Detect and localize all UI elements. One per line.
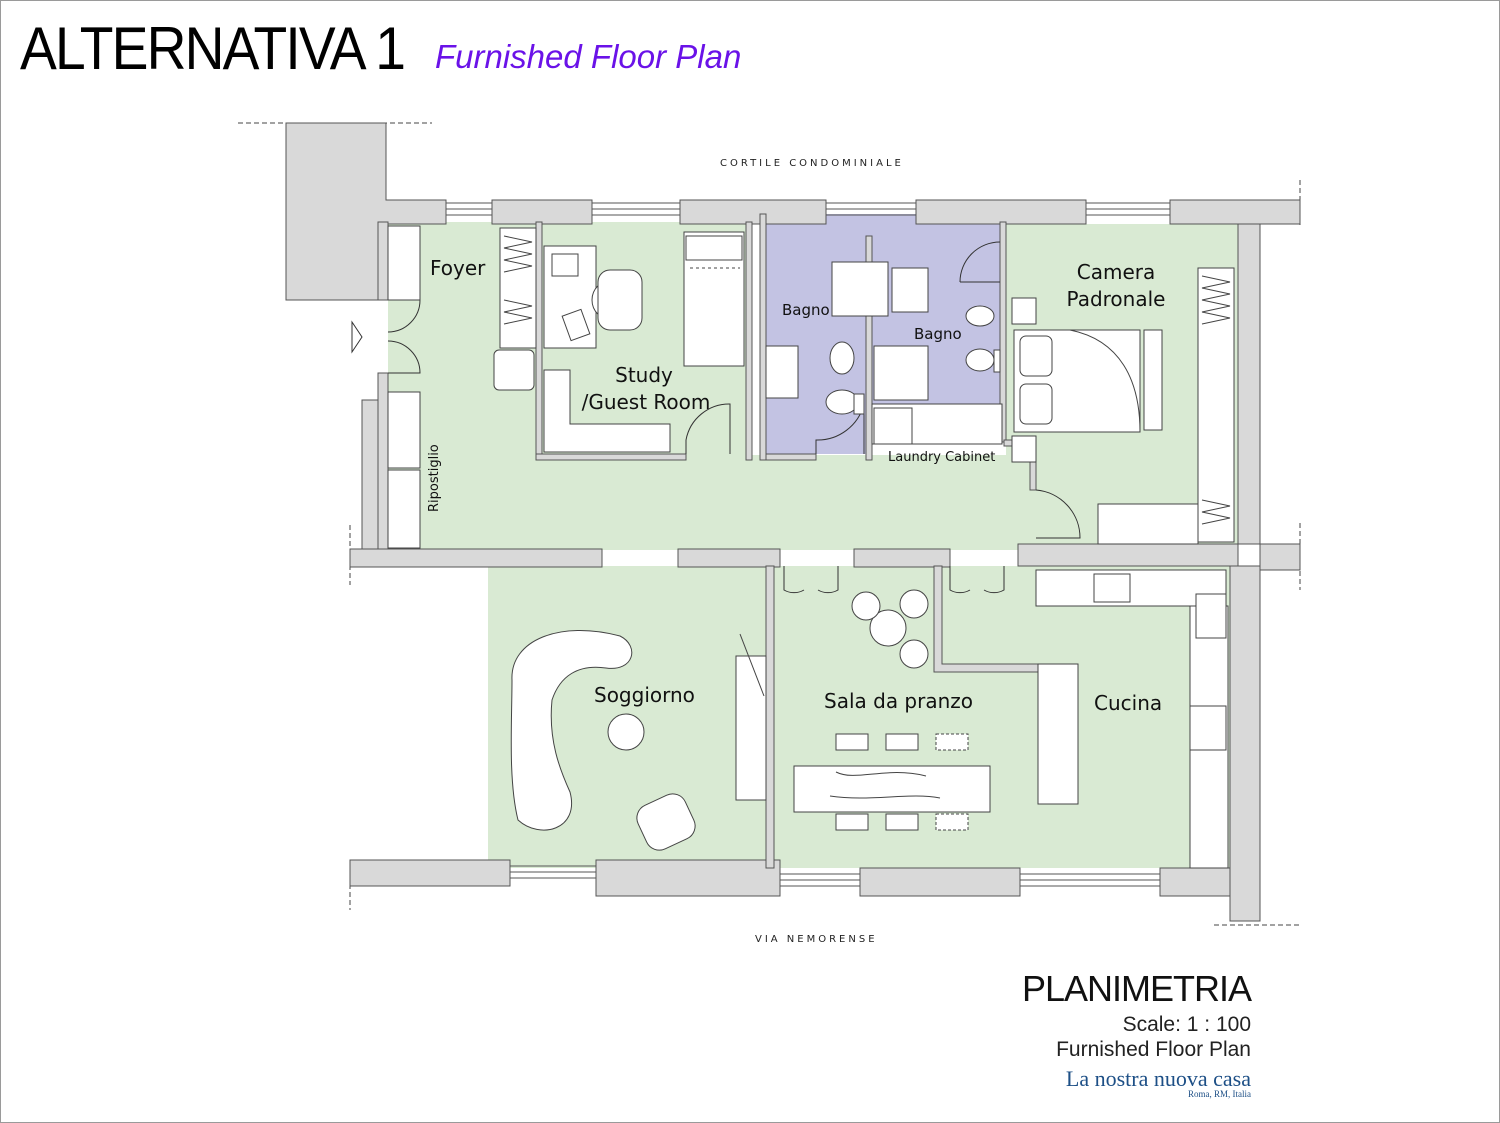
storage-shelf-2 xyxy=(387,469,421,549)
room-label-foyer: Foyer xyxy=(430,256,486,280)
room-label-study-line1: Study xyxy=(615,363,673,387)
toilet-2 xyxy=(965,348,995,372)
windows xyxy=(446,202,1170,887)
sink-1 xyxy=(765,345,799,399)
walls xyxy=(285,122,1301,922)
room-label-cucina: Cucina xyxy=(1094,691,1162,715)
study-chair xyxy=(597,269,643,331)
room-label-soggiorno: Soggiorno xyxy=(594,683,695,707)
legend-brand: La nostra nuova casa xyxy=(1065,1066,1251,1091)
wardrobe xyxy=(1197,267,1235,543)
dining-table xyxy=(793,765,991,813)
page-subtitle: Furnished Floor Plan xyxy=(435,38,742,75)
shower-1 xyxy=(831,261,889,317)
foyer-armchair xyxy=(493,349,535,391)
round-table xyxy=(869,609,907,647)
room-label-camera-line2: Padronale xyxy=(1067,287,1166,311)
street-label-bottom: VIA NEMORENSE xyxy=(755,934,878,945)
tv-unit xyxy=(735,655,767,801)
room-label-sala-da-pranzo: Sala da pranzo xyxy=(824,689,973,713)
room-label-study-line2: /Guest Room xyxy=(582,390,711,414)
room-label-ripostiglio: Ripostiglio xyxy=(427,444,442,512)
legend-place: Roma, RM, Italia xyxy=(1188,1089,1251,1099)
street-label-top: CORTILE CONDOMINIALE xyxy=(720,158,904,169)
sectional-sofa xyxy=(510,629,633,831)
sink-2 xyxy=(891,267,929,313)
room-label-bagno-1: Bagno xyxy=(782,301,830,319)
floor-bathroom-1 xyxy=(766,214,868,454)
page-title: ALTERNATIVA 1 xyxy=(20,15,406,82)
labels: CORTILE CONDOMINIALE VIA NEMORENSE Foyer… xyxy=(427,158,1165,945)
legend-plan-type: Furnished Floor Plan xyxy=(1056,1038,1251,1061)
kitchen-island xyxy=(1037,663,1079,805)
room-label-laundry: Laundry Cabinet xyxy=(888,450,995,465)
coffee-table xyxy=(607,713,645,751)
foyer-closet xyxy=(499,227,537,349)
living-armchair xyxy=(636,793,696,851)
bidet-2 xyxy=(965,305,995,327)
furniture xyxy=(387,225,1235,869)
floor-hallway xyxy=(420,455,1025,550)
legend-scale: Scale: 1 : 100 xyxy=(1122,1013,1251,1036)
room-label-camera-line1: Camera xyxy=(1077,260,1156,284)
toilet-1 xyxy=(825,389,859,415)
legend-title: PLANIMETRIA xyxy=(1021,968,1252,1009)
storage-shelf-1 xyxy=(387,391,421,469)
kitchen-counter-top xyxy=(1035,569,1227,607)
shower-2 xyxy=(873,345,929,401)
room-label-bagno-2: Bagno xyxy=(914,325,962,343)
doors xyxy=(351,241,1081,594)
bidet-1 xyxy=(829,341,855,375)
